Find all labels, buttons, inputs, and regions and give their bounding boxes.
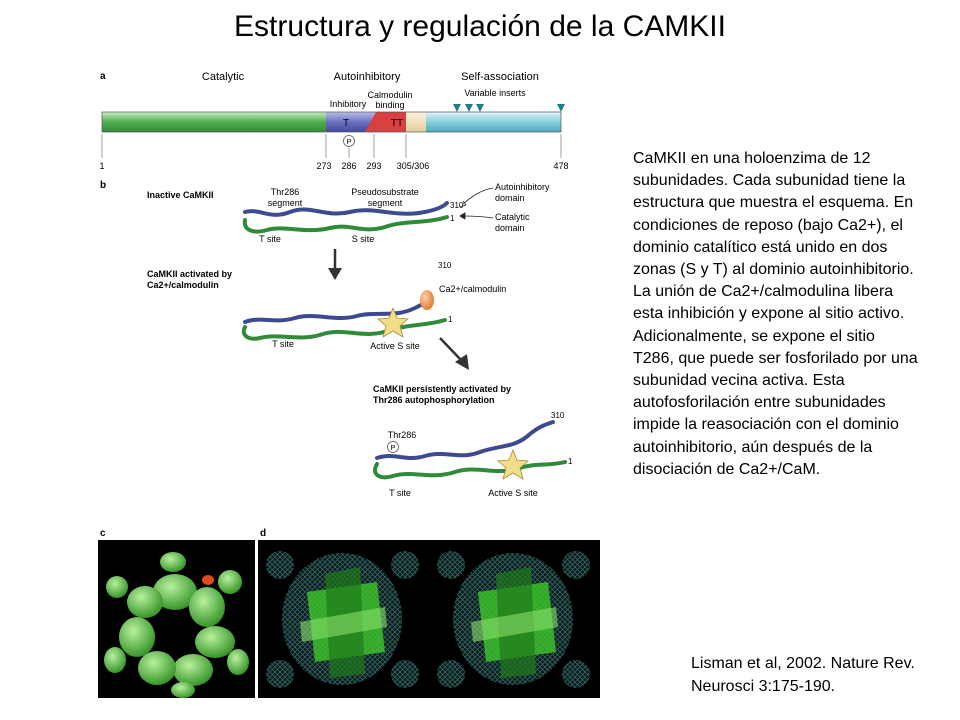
variable-insert-marker-icon: [453, 104, 565, 112]
phosphate-icon: P: [343, 135, 355, 147]
activated-label: CaMKII activated by: [147, 269, 232, 279]
inactive-catalytic-chain: [242, 215, 449, 234]
position-293: 293: [366, 161, 381, 171]
inhibitory-label: Inhibitory: [330, 99, 367, 109]
camkii-figure: a Catalytic Autoinhibitory Self-associat…: [98, 71, 600, 698]
autoinhibitory-label: Autoinhibitory: [334, 71, 401, 83]
diagonal-arrow-icon: [439, 337, 469, 370]
position-286: 286: [341, 161, 356, 171]
thr286-segment-label-2: segment: [268, 198, 303, 208]
catalytic-domain-label-2: domain: [495, 223, 525, 233]
catalytic-domain-label: Catalytic: [495, 212, 530, 222]
position-305-306: 305/306: [397, 161, 430, 171]
variable-inserts-label: Variable inserts: [464, 88, 526, 98]
holoenzyme-stereo-image: [258, 540, 600, 698]
activated-t-site: T site: [272, 339, 294, 349]
inactive-s-site: S site: [352, 234, 375, 244]
binding-label: binding: [375, 100, 404, 110]
position-1: 1: [99, 161, 104, 171]
catalytic-domain: [102, 112, 326, 132]
persistent-label: CaMKII persistently activated by: [373, 384, 511, 394]
autoinhibitory-domain-label-2: domain: [495, 193, 525, 203]
persistent-active-s-site: Active S site: [488, 488, 538, 498]
persistent-1: 1: [568, 457, 573, 466]
autoinhibitory-domain-label: Autoinhibitory: [495, 182, 550, 192]
star-icon: [377, 306, 409, 338]
inactive-autoinhibitory-chain: [243, 201, 449, 217]
citation-line-1: Lisman et al, 2002. Nature Rev.: [691, 655, 915, 672]
persistent-310: 310: [551, 411, 565, 420]
calmodulin-label: Calmodulin: [367, 90, 412, 100]
t-mark: T: [343, 118, 349, 129]
persistent-thr286: Thr286: [388, 430, 417, 440]
activated-1: 1: [448, 315, 453, 324]
linker-region: [406, 112, 426, 132]
calmodulin-ball-icon: [420, 290, 434, 310]
tt-mark: TT: [391, 118, 403, 129]
inactive-1: 1: [450, 214, 455, 223]
pseudosubstrate-label-2: segment: [368, 198, 403, 208]
activated-310: 310: [438, 261, 452, 270]
down-arrow-icon: [328, 249, 342, 280]
holoenzyme-surface-image: [98, 540, 255, 698]
activated-active-s-site: Active S site: [370, 341, 420, 351]
inactive-310: 310: [450, 201, 464, 210]
description-text: CaMKII en una holoenzima de 12 subunidad…: [633, 150, 918, 478]
inactive-camkii-label: Inactive CaMKII: [147, 190, 214, 200]
star-icon: [497, 448, 529, 480]
activated-label-2: Ca2+/calmodulin: [147, 280, 219, 290]
panel-b-label: b: [100, 180, 106, 191]
persistent-label-2: Thr286 autophosphorylation: [373, 395, 495, 405]
citation: Lisman et al, 2002. Nature Rev. Neurosci…: [691, 652, 956, 698]
pseudosubstrate-label: Pseudosubstrate: [351, 187, 419, 197]
calmodulin-binding-domain: [365, 112, 406, 132]
inactive-t-site: T site: [259, 234, 281, 244]
catalytic-label: Catalytic: [202, 71, 245, 83]
slide-title: Estructura y regulación de la CAMKII: [234, 10, 726, 43]
persistent-catalytic-chain: [373, 460, 567, 480]
position-478: 478: [553, 161, 568, 171]
panel-d-label: d: [260, 528, 266, 539]
autoinhibitory-domain: [326, 112, 376, 132]
cam-label: Ca2+/calmodulin: [439, 284, 506, 294]
self-association-domain: [426, 112, 561, 132]
phosphate-icon: P: [387, 441, 399, 453]
position-273: 273: [316, 161, 331, 171]
persistent-autoinhibitory-chain: [375, 420, 555, 460]
panel-c-label: c: [100, 528, 106, 539]
domain-bar: [101, 111, 562, 133]
svg-text:P: P: [346, 137, 351, 146]
panel-a-label: a: [100, 71, 106, 82]
activated-catalytic-chain: [241, 318, 447, 341]
self-association-label: Self-association: [461, 71, 539, 83]
persistent-t-site: T site: [389, 488, 411, 498]
citation-line-2: Neurosci 3:175-190.: [691, 678, 836, 695]
svg-text:P: P: [390, 443, 395, 452]
thr286-segment-label: Thr286: [271, 187, 300, 197]
